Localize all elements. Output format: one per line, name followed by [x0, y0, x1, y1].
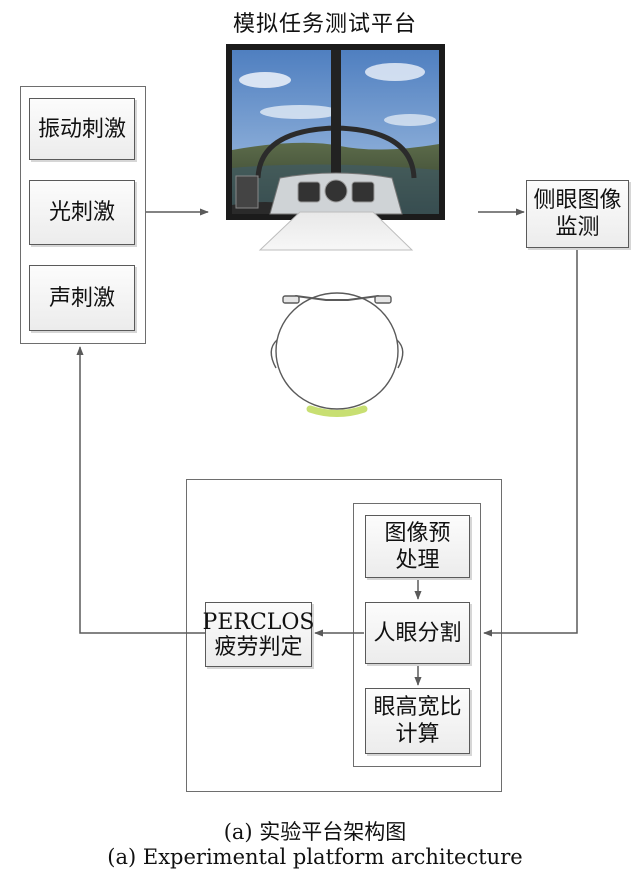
flight-simulator-screen: [226, 44, 445, 220]
eye-aspect-ratio-line1: 眼高宽比: [373, 695, 462, 720]
eye-aspect-ratio-label: 眼高宽比 计算: [373, 694, 461, 748]
caption-english: (a) Experimental platform architecture: [107, 845, 523, 869]
stimulus-light-label: 光刺激: [48, 200, 115, 225]
eye-monitor-box: 侧眼图像 监测: [526, 180, 629, 248]
perclos-to-stimulus-feedback: [76, 346, 205, 634]
eye-monitor-line1: 侧眼图像: [533, 188, 622, 213]
diagram-title: 模拟任务测试平台: [232, 12, 417, 37]
participant-head-icon: [270, 292, 404, 417]
perclos-line1: PERCLOS: [202, 609, 315, 635]
caption-chinese: (a) 实验平台架构图: [223, 820, 407, 844]
preprocess-label: 图像预 处理: [384, 520, 450, 574]
preprocess-line1: 图像预: [384, 520, 451, 546]
preprocess-box: 图像预 处理: [365, 515, 470, 578]
eye-aspect-ratio-box: 眼高宽比 计算: [365, 688, 470, 754]
stimulus-sound-label: 声刺激: [48, 285, 115, 311]
eye-monitor-label: 侧眼图像 监测: [533, 187, 621, 241]
simulator-stand: [258, 211, 414, 251]
perclos-label: PERCLOS 疲劳判定: [203, 610, 315, 660]
preprocess-line2: 处理: [395, 547, 440, 573]
eye-monitor-line2: 监测: [555, 215, 600, 240]
stimulus-light-box: 光刺激: [29, 180, 135, 245]
eye-segmentation-label: 人眼分割: [373, 620, 462, 646]
stimulus-vibration-box: 振动刺激: [29, 98, 135, 160]
perclos-box: PERCLOS 疲劳判定: [203, 602, 315, 667]
monitor-to-segmentation-connector: [483, 250, 578, 637]
eye-aspect-ratio-line2: 计算: [395, 722, 440, 747]
perclos-line2: 疲劳判定: [214, 634, 303, 660]
stimulus-sound-box: 声刺激: [29, 265, 135, 331]
eye-segmentation-box: 人眼分割: [365, 602, 470, 664]
stimulus-vibration-label: 振动刺激: [37, 116, 126, 142]
